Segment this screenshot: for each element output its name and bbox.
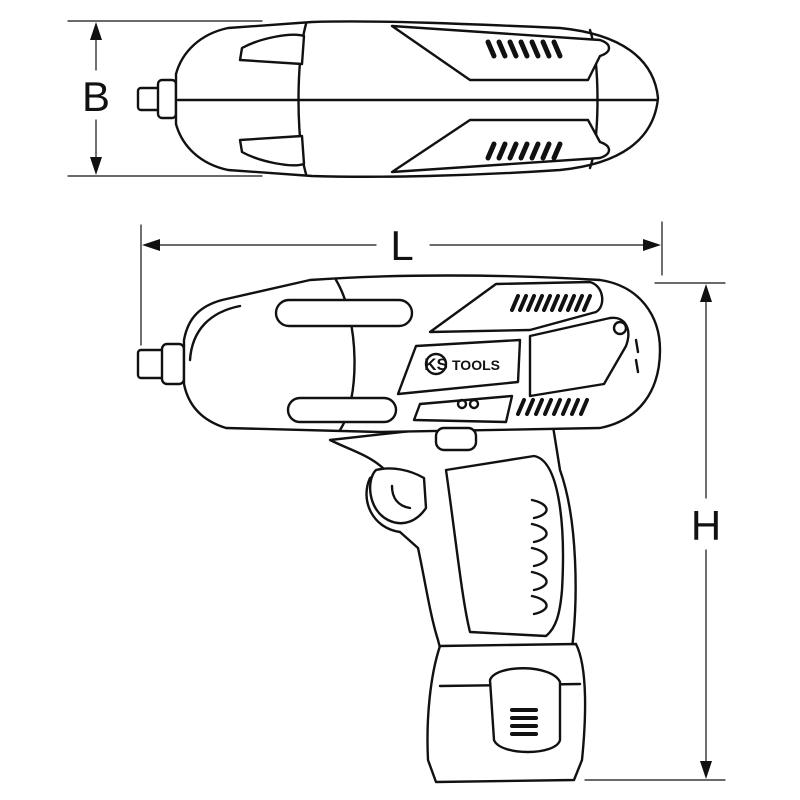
vent-slot xyxy=(582,294,592,312)
dimension-h: H xyxy=(584,282,726,781)
vent-slot xyxy=(540,141,552,161)
logo-plate: KS TOOLS xyxy=(396,338,522,396)
grip-rib xyxy=(530,498,548,520)
vent-slot xyxy=(518,294,528,312)
vent-slot xyxy=(518,141,530,161)
vent-slot xyxy=(485,141,497,161)
dimension-h-label: H xyxy=(691,502,721,549)
vent-slot xyxy=(558,294,568,312)
direction-switch xyxy=(434,426,478,452)
battery-ribs xyxy=(510,708,538,736)
vent-slot xyxy=(542,294,552,312)
dimension-b: B xyxy=(82,22,110,175)
battery-rib xyxy=(510,716,538,720)
vent-slot xyxy=(561,398,571,416)
side-trigger xyxy=(369,467,428,525)
dimension-l-label: L xyxy=(390,222,413,269)
vent-slot xyxy=(551,39,563,59)
vent-slot xyxy=(507,39,519,59)
grip-rib xyxy=(530,522,548,544)
vent-slot xyxy=(518,39,530,59)
vent-slot xyxy=(579,398,589,416)
vent-slot xyxy=(551,141,563,161)
grip-rib xyxy=(530,594,548,616)
logo-tools-text: TOOLS xyxy=(452,357,500,373)
side-anvil xyxy=(136,342,186,386)
top-lower-vents xyxy=(485,141,563,161)
vent-slot xyxy=(510,294,520,312)
top-anvil xyxy=(136,78,178,120)
battery-rib xyxy=(510,724,538,728)
side-upper-vents xyxy=(510,294,592,312)
vent-slot xyxy=(566,294,576,312)
vent-slot xyxy=(525,398,535,416)
grip-rib xyxy=(530,546,548,568)
vent-slot xyxy=(534,294,544,312)
top-view: B xyxy=(67,20,660,178)
vent-slot xyxy=(574,294,584,312)
vent-slot xyxy=(543,398,553,416)
vent-slot xyxy=(550,294,560,312)
side-lower-vents xyxy=(516,398,589,416)
logo-ks-text: KS xyxy=(424,355,448,374)
vent-slot xyxy=(540,39,552,59)
vent-slot xyxy=(552,398,562,416)
dimension-l: L xyxy=(140,221,663,346)
vent-slot xyxy=(496,39,508,59)
battery-rib xyxy=(510,708,538,712)
vent-slot xyxy=(534,398,544,416)
vent-slot xyxy=(516,398,526,416)
vent-slot xyxy=(496,141,508,161)
battery-rib xyxy=(510,732,538,736)
grip-rib xyxy=(530,570,548,592)
vent-slot xyxy=(526,294,536,312)
dimension-b-label: B xyxy=(82,73,110,120)
side-view: L H xyxy=(136,221,726,784)
vent-slot xyxy=(529,141,541,161)
vent-slot xyxy=(570,398,580,416)
vent-slot xyxy=(507,141,519,161)
grip-ribs xyxy=(530,498,548,616)
vent-slot xyxy=(485,39,497,59)
top-upper-vents xyxy=(485,39,563,59)
vent-slot xyxy=(529,39,541,59)
